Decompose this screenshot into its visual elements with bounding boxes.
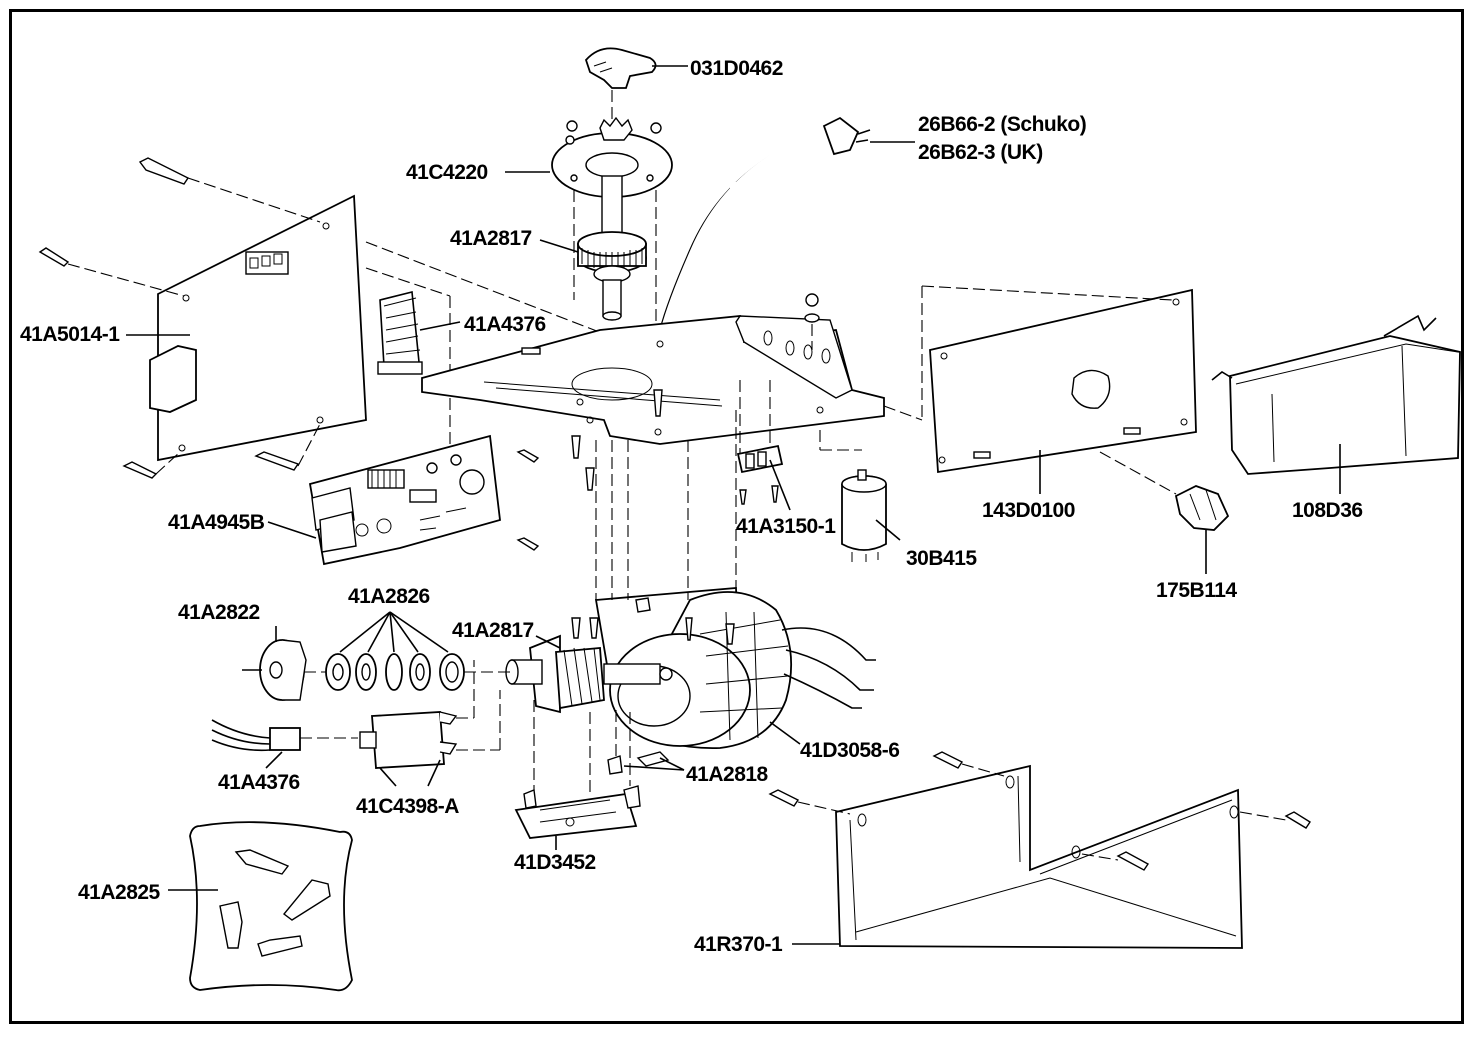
worm-gear-part-41A2817-mid [505,634,673,714]
limit-switch-part-41D3452 [514,700,641,850]
label-41R370-1: 41R370-1 [694,933,783,956]
label-41A2817-top: 41A2817 [450,227,532,250]
panel-part-41A5014-1 [38,157,367,479]
power-cord-part-26B66 [659,116,915,331]
capacitor-part-30B415 [819,430,901,562]
terminal-block-part-41A3150-1 [736,380,791,511]
label-41A5014-1: 41A5014-1 [20,323,120,346]
label-26B66-2: 26B66-2 (Schuko) [918,113,1087,136]
label-41A2817-mid: 41A2817 [452,619,534,642]
hardware-bag-part-41A2825 [189,821,353,992]
label-41A2818: 41A2818 [686,763,768,786]
label-41A2826: 41A2826 [348,585,430,608]
motor-assembly [571,410,876,749]
circuit-board-part-41A4945B [267,434,540,566]
label-41A4945B: 41A4945B [168,511,265,534]
bracket-part-41C4398-A [359,660,501,787]
tray-part-41R370-1 [768,751,1311,949]
label-108D36: 108D36 [1292,499,1363,522]
diagram-frame [9,9,1464,1024]
flange-part-41C4220 [505,116,673,330]
label-175B114: 175B114 [1156,579,1237,602]
label-26B62-3: 26B62-3 (UK) [918,141,1043,164]
lens-part-175B114 [1099,451,1230,574]
label-41A2825: 41A2825 [78,881,160,904]
disc-part-41A2822 [242,626,307,701]
bearing-set-part-41A2826 [304,611,510,691]
spring-part-41A2818 [607,710,685,775]
label-30B415: 30B415 [906,547,977,570]
cable-part-41A4376-bottom [211,719,358,769]
label-41C4220: 41C4220 [406,161,488,184]
lens-panel-part-143D0100 [883,285,1197,494]
gear-shaft-part-41A2817-top [539,175,647,321]
label-031D0462: 031D0462 [690,57,783,80]
label-41D3058-6: 41D3058-6 [800,739,900,762]
label-143D0100: 143D0100 [982,499,1075,522]
cap-part-031D0462 [584,47,688,120]
label-41C4398-A: 41C4398-A [356,795,459,818]
label-41A2822: 41A2822 [178,601,260,624]
chassis-plate [421,293,885,491]
label-41A3150-1: 41A3150-1 [736,515,836,538]
label-41A4376-top: 41A4376 [464,313,546,336]
label-41A4376-bottom: 41A4376 [218,771,300,794]
label-41D3452: 41D3452 [514,851,596,874]
cover-part-108D36 [1211,314,1461,494]
